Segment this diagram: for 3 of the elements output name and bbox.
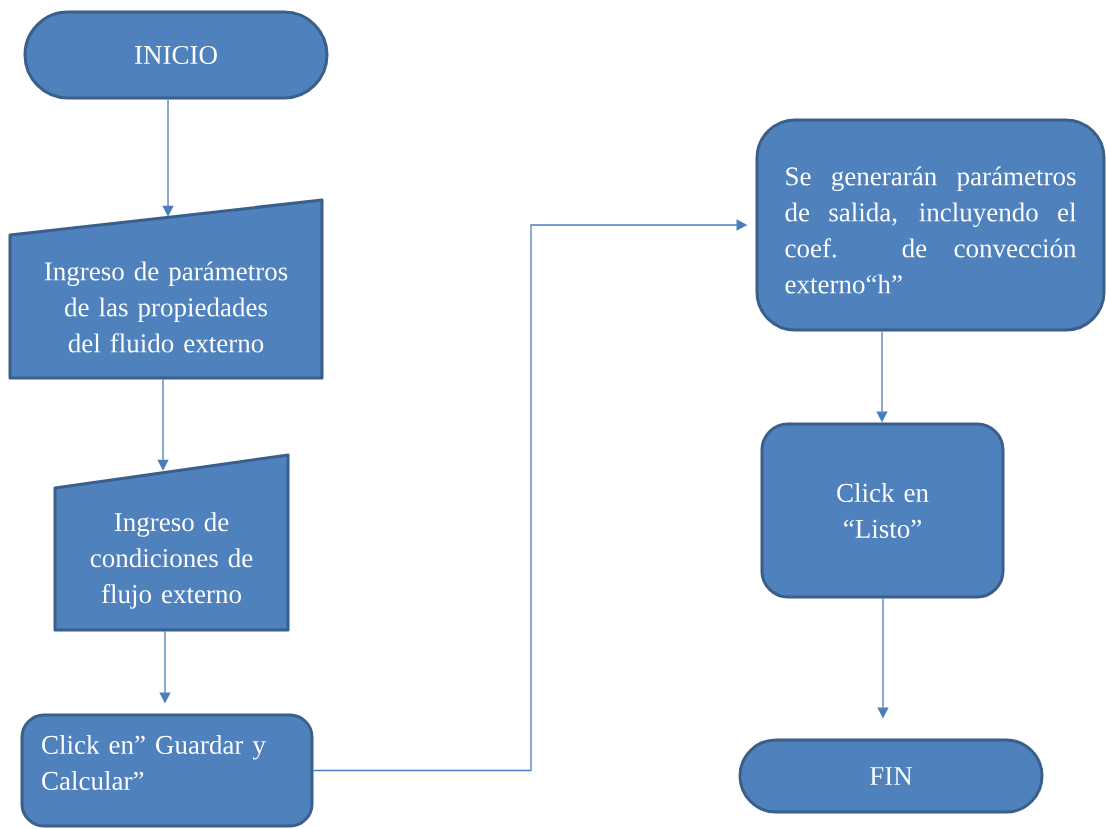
process-box: Click en” Guardar y Calcular” (20, 713, 314, 828)
process-box: Se generarán parámetros de salida, incluyendo el coef. de convección externo“h” (755, 118, 1106, 332)
process-box: Click en “Listo” (760, 422, 1005, 599)
